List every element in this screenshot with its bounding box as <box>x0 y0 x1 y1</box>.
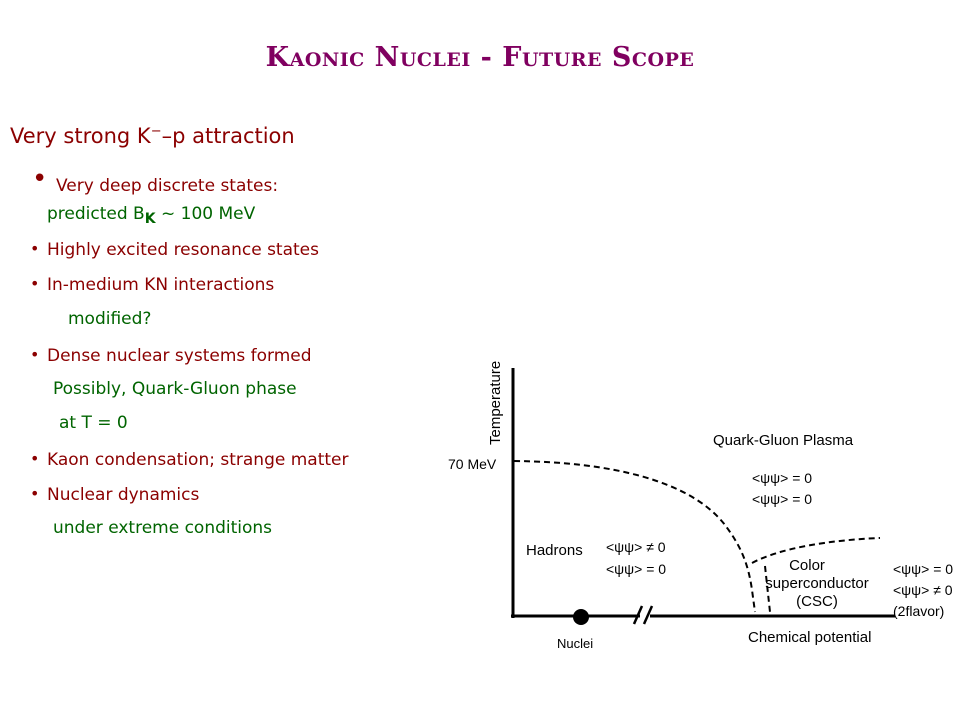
qgp-label: Quark-Gluon Plasma <box>713 432 854 449</box>
axis-break-mark <box>642 605 654 625</box>
bullet-dense-systems: Dense nuclear systems formed <box>47 346 312 366</box>
slide-title: Kaonic Nuclei - Future Scope <box>265 42 695 73</box>
bullet-kn-modified: modified? <box>68 309 152 329</box>
bullet-dot: • <box>30 484 40 503</box>
temperature-axis-label: Temperature <box>487 361 504 445</box>
hadrons-label: Hadrons <box>526 542 583 559</box>
hadrons-condition-1: <ψψ> ≠ 0 <box>606 539 666 555</box>
binding-prefix: predicted B <box>47 204 145 224</box>
csc-condition-2: <ψψ> ≠ 0 <box>893 582 953 598</box>
binding-suffix: ~ 100 MeV <box>155 204 256 224</box>
qgp-condition-2: <ψψ> = 0 <box>752 491 812 507</box>
csc-condition-1: <ψψ> = 0 <box>893 561 953 577</box>
bullet-kn-interactions: In-medium KN interactions <box>47 275 275 295</box>
bullet-extreme-conditions: under extreme conditions <box>53 518 273 538</box>
csc-label-line1: Color <box>789 557 825 574</box>
nuclei-point <box>573 609 589 625</box>
bullet-dot: • <box>30 239 40 258</box>
bullet-deep-states: Very deep discrete states: <box>56 176 279 196</box>
hadrons-condition-2: <ψψ> = 0 <box>606 561 666 577</box>
bullet-kaon-condensation: Kaon condensation; strange matter <box>47 450 349 470</box>
nuclei-label: Nuclei <box>557 636 593 651</box>
qgp-condition-1: <ψψ> = 0 <box>752 470 812 486</box>
bullet-predicted-binding: predicted BK ~ 100 MeV <box>47 204 256 227</box>
bullet-dot: • <box>30 274 40 293</box>
chemical-potential-label: Chemical potential <box>748 629 871 646</box>
t-70mev-tick: 70 MeV <box>448 456 497 472</box>
bullet-dot: • <box>30 345 40 364</box>
section-heading: Very strong K−–p attraction <box>10 124 295 148</box>
csc-label-line3: (CSC) <box>796 593 838 610</box>
hadron-qgp-boundary <box>513 460 756 613</box>
heading-prefix: Very strong K <box>10 124 151 148</box>
bullet-resonance-states: Highly excited resonance states <box>47 240 319 260</box>
bullet-zero-temperature: at T = 0 <box>59 413 128 433</box>
csc-label-line2: superconductor <box>765 575 868 592</box>
bullet-dot: • <box>32 164 48 194</box>
binding-subscript: K <box>144 211 156 227</box>
bullet-quark-gluon-phase: Possibly, Quark-Gluon phase <box>53 379 297 399</box>
axis-break-mark <box>632 605 644 625</box>
bullet-dot: • <box>30 449 40 468</box>
heading-suffix: –p attraction <box>161 124 295 148</box>
csc-inner-boundary <box>764 565 771 613</box>
bullet-nuclear-dynamics: Nuclear dynamics <box>47 485 200 505</box>
heading-superscript: − <box>150 124 162 139</box>
csc-flavor-label: (2flavor) <box>893 603 944 619</box>
csc-qgp-boundary <box>751 537 881 564</box>
